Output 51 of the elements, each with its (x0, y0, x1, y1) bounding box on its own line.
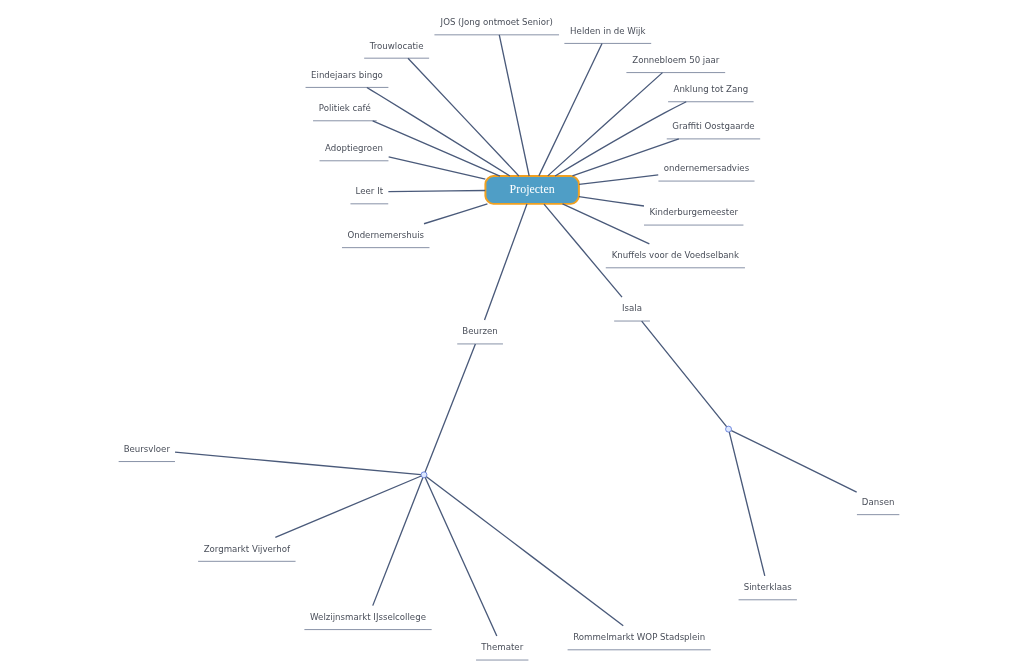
connector (424, 476, 498, 637)
connector (274, 475, 422, 539)
connector (538, 42, 603, 177)
connector (372, 120, 501, 177)
connector (730, 429, 858, 493)
connector (547, 71, 664, 177)
node-text: Zonnebloem 50 jaar (632, 54, 720, 65)
node-text: Eindejaars bingo (311, 69, 383, 80)
connector (372, 477, 424, 607)
node-text: Ondernemershuis (347, 229, 425, 240)
node-text: Dansen (861, 496, 895, 507)
connector (561, 203, 651, 245)
node-circle (725, 425, 732, 433)
node-text: Rommelmarkt WOP Stadsplein (573, 632, 706, 643)
connector (578, 174, 659, 185)
node-text: Helden in de Wijk (570, 25, 646, 36)
connector (424, 343, 477, 473)
connector (407, 57, 520, 177)
connector (543, 203, 623, 298)
connector (423, 203, 489, 225)
node-text: JOS (Jong ontmoet Senior) (440, 17, 553, 28)
connector (498, 34, 530, 177)
node-text: Zorgmarkt Vijverhof (203, 543, 291, 554)
connector (483, 203, 528, 321)
node-circle (420, 471, 428, 479)
node-text: Beurzen (462, 326, 498, 337)
node-box: Projecten (484, 175, 580, 205)
connector (174, 451, 422, 476)
node-text: Themater (481, 642, 524, 653)
node-text: ondernemersadvies (663, 163, 750, 174)
node-text: Sinterklaas (743, 582, 792, 593)
node-text: Knuffels voor de Voedselbank (611, 250, 740, 261)
connector (388, 156, 486, 180)
connector (571, 138, 680, 177)
node-text: Graffiti Oostgaarde (672, 121, 755, 132)
node-text: Beursvloer (123, 443, 170, 454)
node-text: Leer It (355, 186, 384, 197)
connector (387, 189, 486, 193)
connector (641, 320, 728, 428)
connector (366, 86, 511, 177)
node-text: Welzijnsmarkt IJsselcollege (310, 611, 426, 622)
connector (425, 476, 624, 627)
connector (728, 431, 766, 577)
node-text: Anklung tot Zang (673, 84, 749, 95)
node-text: Politiek café (318, 103, 371, 114)
node-text: Trouwlocatie (369, 40, 424, 51)
node-text: Isala (622, 303, 643, 314)
connector (554, 101, 687, 177)
node-text: Adoptiegroen (325, 143, 383, 154)
connector (578, 196, 645, 207)
node-text: Kinderburgemeester (649, 207, 738, 218)
